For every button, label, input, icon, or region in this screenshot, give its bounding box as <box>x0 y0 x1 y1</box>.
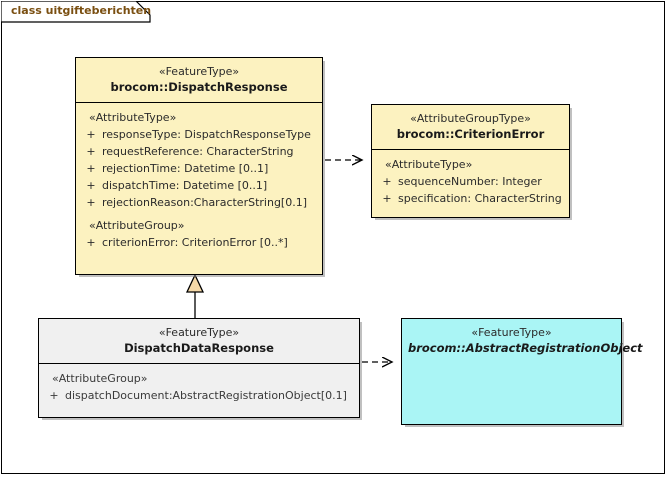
attribute-text: requestReference: CharacterString <box>102 145 294 158</box>
attribute-row[interactable]: + dispatchDocument:AbstractRegistrationO… <box>43 387 355 404</box>
compartment-label-attributegroup: «AttributeGroup» <box>52 372 148 385</box>
diagram-title: class uitgifteberichten <box>11 4 152 17</box>
attribute-row[interactable]: + rejectionReason:CharacterString[0.1] <box>80 194 318 211</box>
attribute-text: dispatchTime: Datetime [0..1] <box>102 179 268 192</box>
title-tab-shape <box>1 1 151 23</box>
class-header-dispatch-response: «FeatureType» brocom::DispatchResponse <box>76 58 322 103</box>
class-name: brocom::CriterionError <box>396 127 545 141</box>
class-box-abstract-registration-object[interactable]: «FeatureType» brocom::AbstractRegistrati… <box>401 318 643 425</box>
attribute-visibility: + <box>86 145 96 158</box>
attribute-visibility: + <box>86 162 96 175</box>
attribute-visibility: + <box>86 128 96 141</box>
class-stereotype: «FeatureType» <box>471 326 552 339</box>
class-stereotype: «FeatureType» <box>158 65 240 78</box>
class-box-dispatch-data-response[interactable]: «FeatureType» DispatchDataResponse «Attr… <box>38 318 360 418</box>
class-box-criterion-error[interactable]: «AttributeGroupType» brocom::CriterionEr… <box>371 104 570 218</box>
attribute-text: dispatchDocument:AbstractRegistrationObj… <box>65 389 347 402</box>
attribute-text: sequenceNumber: Integer <box>398 175 542 188</box>
class-name: brocom::AbstractRegistrationObject <box>408 341 643 355</box>
attribute-text: responseType: DispatchResponseType <box>102 128 311 141</box>
attribute-row[interactable]: + criterionError: CriterionError [0..*] <box>80 234 318 251</box>
class-name: DispatchDataResponse <box>124 341 274 355</box>
class-body-dispatch-data-response: «AttributeGroup» + dispatchDocument:Abst… <box>39 364 359 410</box>
class-header-abstract-registration-object: «FeatureType» brocom::AbstractRegistrati… <box>402 319 643 363</box>
class-body-dispatch-response: «AttributeType» + responseType: Dispatch… <box>76 103 322 257</box>
attribute-row[interactable]: + specification: CharacterString <box>376 190 565 207</box>
class-box-dispatch-response[interactable]: «FeatureType» brocom::DispatchResponse «… <box>75 57 323 275</box>
attribute-row[interactable]: + responseType: DispatchResponseType <box>80 126 318 143</box>
attribute-text: rejectionReason:CharacterString[0.1] <box>102 196 307 209</box>
attribute-text: criterionError: CriterionError [0..*] <box>102 236 288 249</box>
class-name: brocom::DispatchResponse <box>110 80 288 94</box>
attribute-visibility: + <box>382 175 392 188</box>
attribute-visibility: + <box>86 196 96 209</box>
compartment-label-attributetype: «AttributeType» <box>89 111 177 124</box>
attribute-visibility: + <box>86 236 96 249</box>
class-stereotype: «AttributeGroupType» <box>410 112 531 125</box>
attribute-visibility: + <box>86 179 96 192</box>
compartment-label-attributegroup: «AttributeGroup» <box>89 219 185 232</box>
attribute-row[interactable]: + sequenceNumber: Integer <box>376 173 565 190</box>
compartment-label-attributetype: «AttributeType» <box>385 158 473 171</box>
attribute-visibility: + <box>382 192 392 205</box>
attribute-row[interactable]: + rejectionTime: Datetime [0..1] <box>80 160 318 177</box>
class-body-criterion-error: «AttributeType» + sequenceNumber: Intege… <box>372 150 569 213</box>
attribute-row[interactable]: + dispatchTime: Datetime [0..1] <box>80 177 318 194</box>
attribute-row[interactable]: + requestReference: CharacterString <box>80 143 318 160</box>
attribute-visibility: + <box>49 389 59 402</box>
class-stereotype: «FeatureType» <box>158 326 240 339</box>
class-header-dispatch-data-response: «FeatureType» DispatchDataResponse <box>39 319 359 364</box>
class-header-criterion-error: «AttributeGroupType» brocom::CriterionEr… <box>372 105 569 150</box>
attribute-text: specification: CharacterString <box>398 192 562 205</box>
attribute-text: rejectionTime: Datetime [0..1] <box>102 162 269 175</box>
